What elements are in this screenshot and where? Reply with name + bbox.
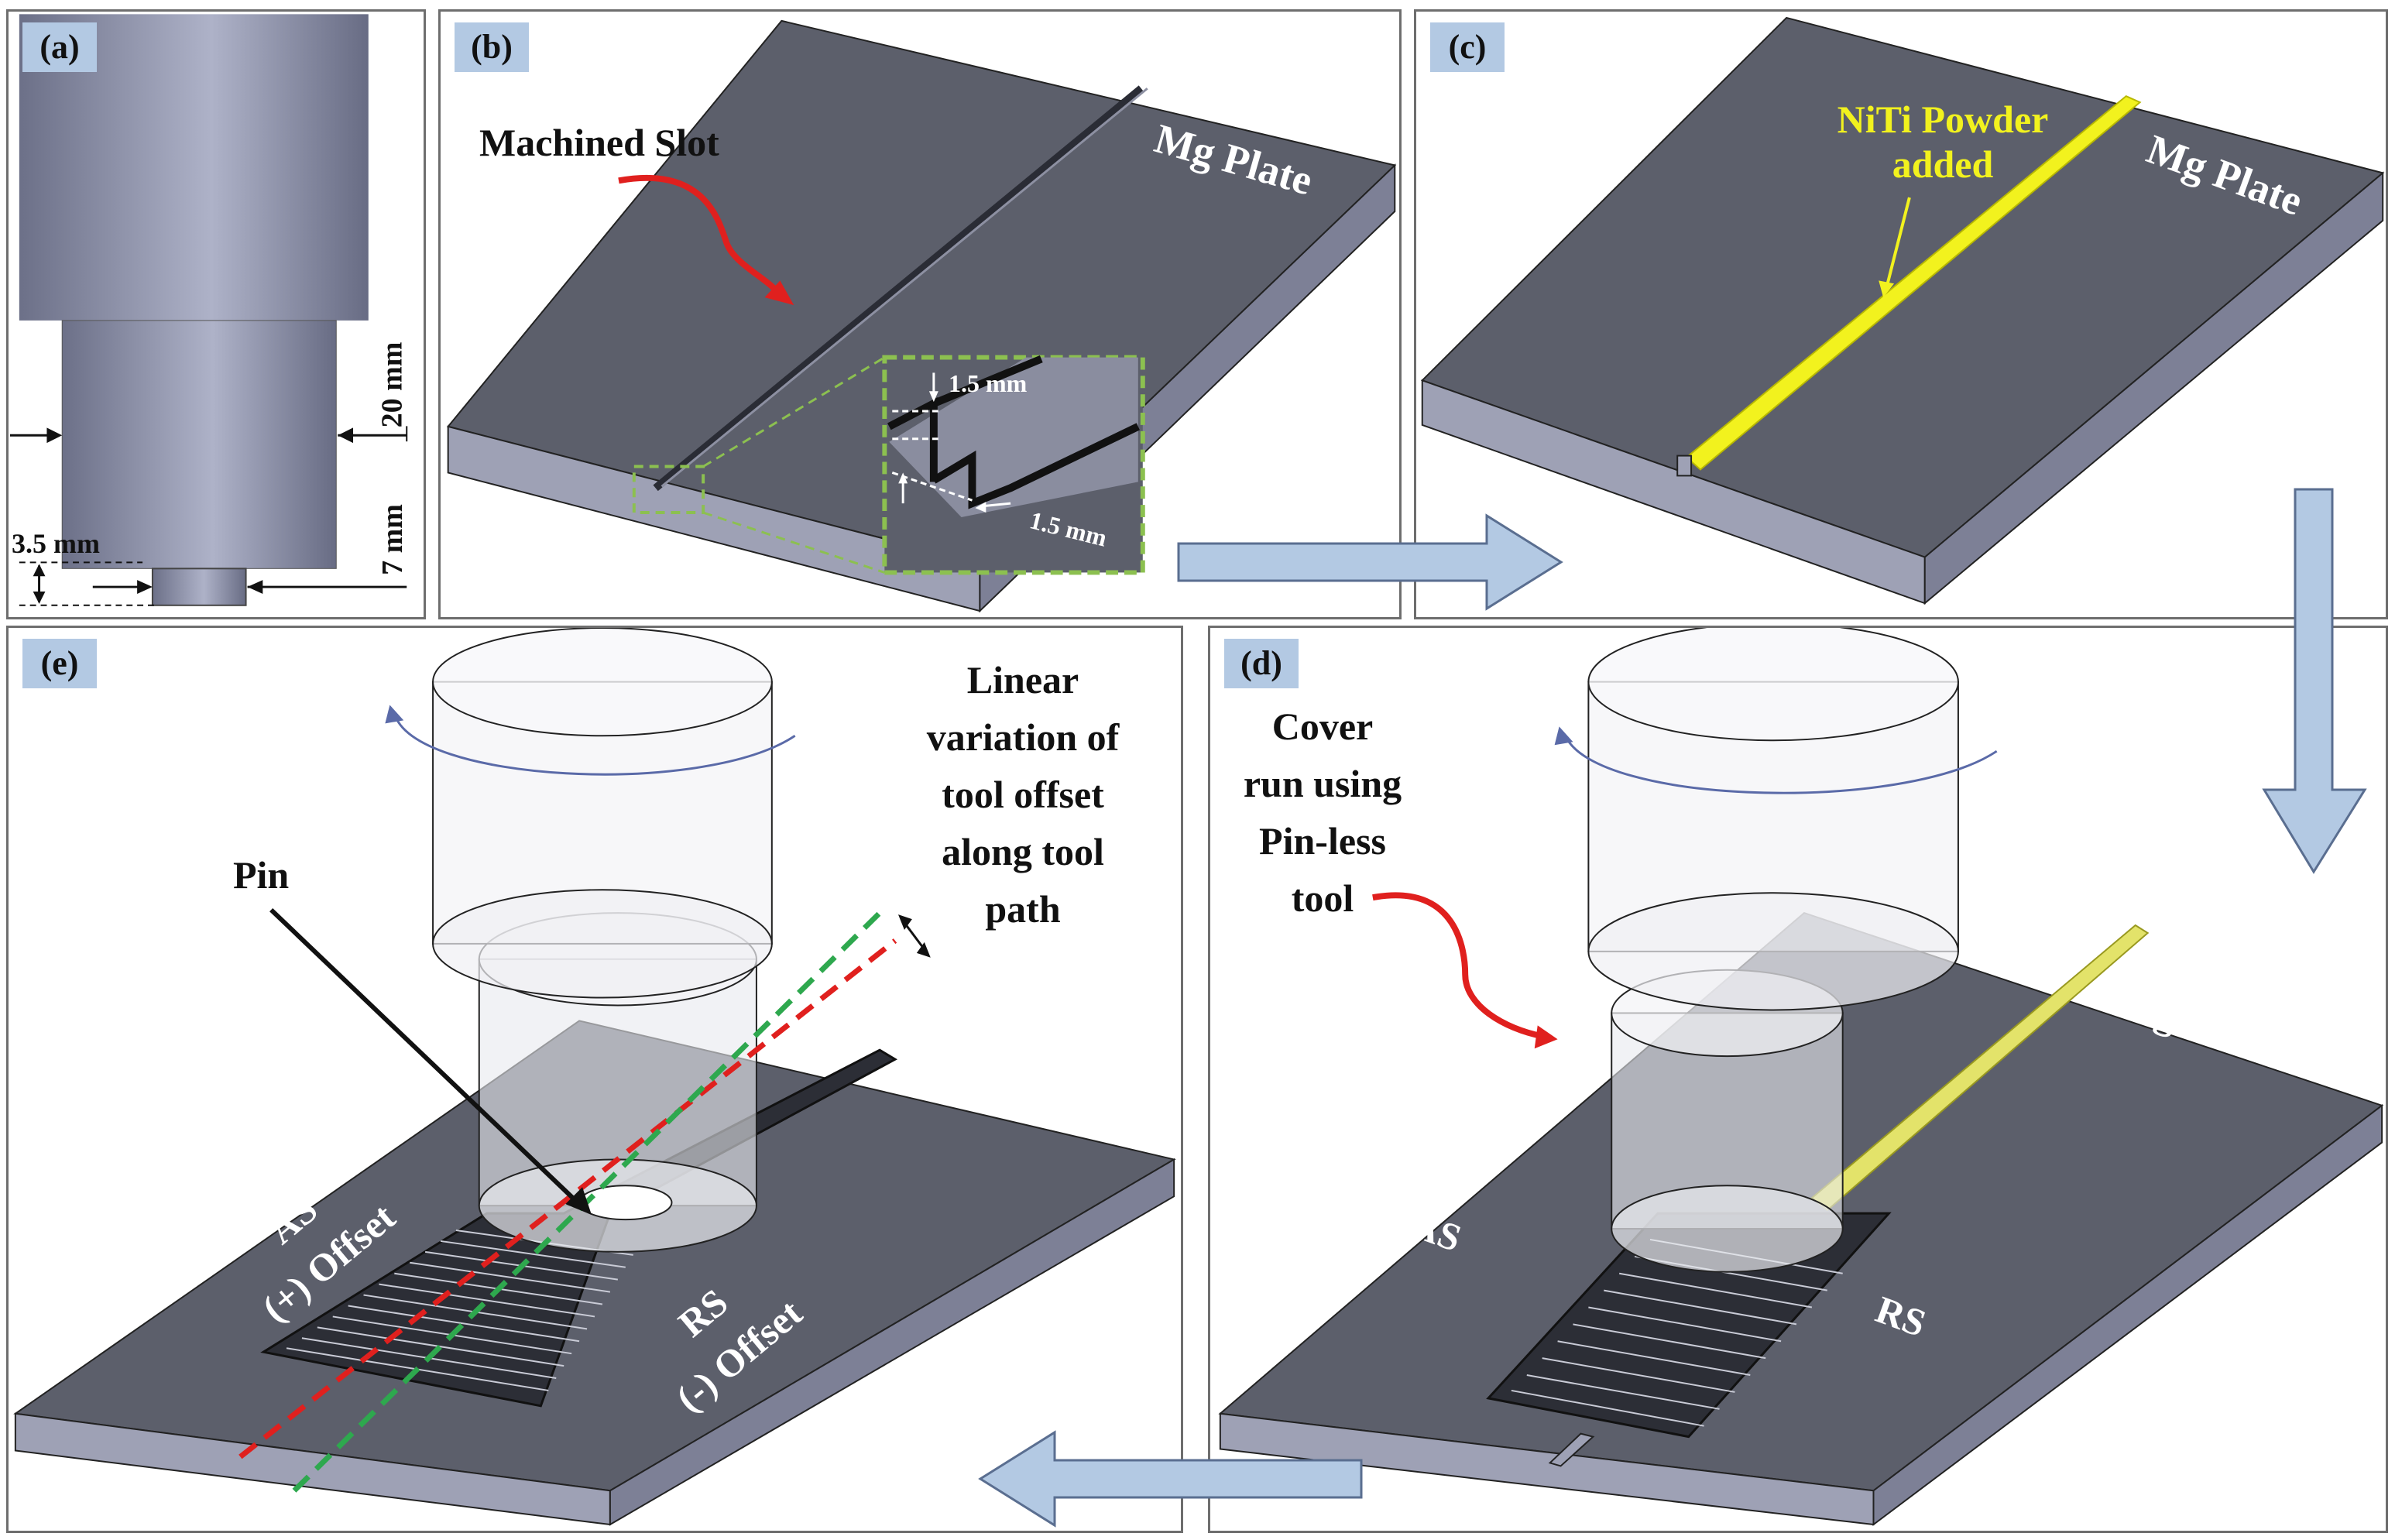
machined-slot-label: Machined Slot xyxy=(479,121,719,164)
pin-label: Pin xyxy=(233,853,290,897)
panel-a-tag: (a) xyxy=(22,22,97,72)
tool-upper-cylinder xyxy=(1587,628,1959,1011)
rotation-arrow xyxy=(1564,735,1998,794)
cover-run-drawing xyxy=(1218,628,2384,1527)
tool-pin xyxy=(151,568,247,606)
panel-d: (d) Cover run using Pin-less tool Mg Pla… xyxy=(1208,626,2388,1533)
plate-side-right xyxy=(1923,171,2384,605)
dim-20mm-label: 20 mm xyxy=(376,341,409,428)
panel-c-tag: (c) xyxy=(1430,22,1505,72)
panel-c: (c) NiTi Powder added Mg Plate xyxy=(1414,9,2388,619)
flow-arrow-d-to-e xyxy=(978,1430,1363,1528)
panel-e: (e) Linear variation of tool offset alon… xyxy=(6,626,1183,1533)
dim-7mm-label: 7 mm xyxy=(376,504,409,575)
slot-pointer-arrow xyxy=(618,174,783,298)
panel-a: (a) 20 mm 7 mm 3.5 mm xyxy=(6,9,426,619)
offset-variation-label: Linear variation of tool offset along to… xyxy=(926,658,1120,931)
niti-powder-label: NiTi Powder added xyxy=(1837,98,2049,186)
tool-upper-cylinder xyxy=(432,628,773,999)
rotation-arrow xyxy=(393,712,796,776)
red-offset-line xyxy=(238,938,897,1459)
slot-highlight-box xyxy=(632,465,705,515)
niti-powder-strip xyxy=(1685,95,2142,471)
panel-b-tag: (b) xyxy=(455,22,529,72)
powder-plate-drawing xyxy=(1420,16,2385,605)
tool-shoulder xyxy=(61,320,337,569)
slot-inset xyxy=(882,355,1145,575)
panel-b: (b) Machined Slot Mg Plate 1.5 mm 1.5 mm xyxy=(438,9,1402,619)
slotted-plate-drawing xyxy=(446,19,1397,613)
panel-e-tag: (e) xyxy=(22,639,97,688)
cover-run-pointer-arrow xyxy=(1372,892,1543,1040)
panel-d-tag: (d) xyxy=(1224,639,1299,688)
flow-arrow-b-to-c xyxy=(1177,513,1563,611)
machined-slot xyxy=(653,85,1144,492)
cover-run-label: Cover run using Pin-less tool xyxy=(1243,705,1402,920)
tool-lower-cylinder xyxy=(1611,969,1844,1273)
plate-side-right xyxy=(1872,1103,2383,1527)
flow-arrow-c-to-d xyxy=(2262,488,2367,874)
plate-side-right xyxy=(609,1158,1175,1526)
tool-pin xyxy=(578,1185,673,1221)
tool-drawing xyxy=(9,14,408,606)
offset-tool-drawing xyxy=(13,628,1176,1526)
dim-3-5mm-label: 3.5 mm xyxy=(12,528,100,559)
pin-pointer-arrow xyxy=(269,907,582,1206)
inset-dim-1-label: 1.5 mm xyxy=(949,369,1028,397)
